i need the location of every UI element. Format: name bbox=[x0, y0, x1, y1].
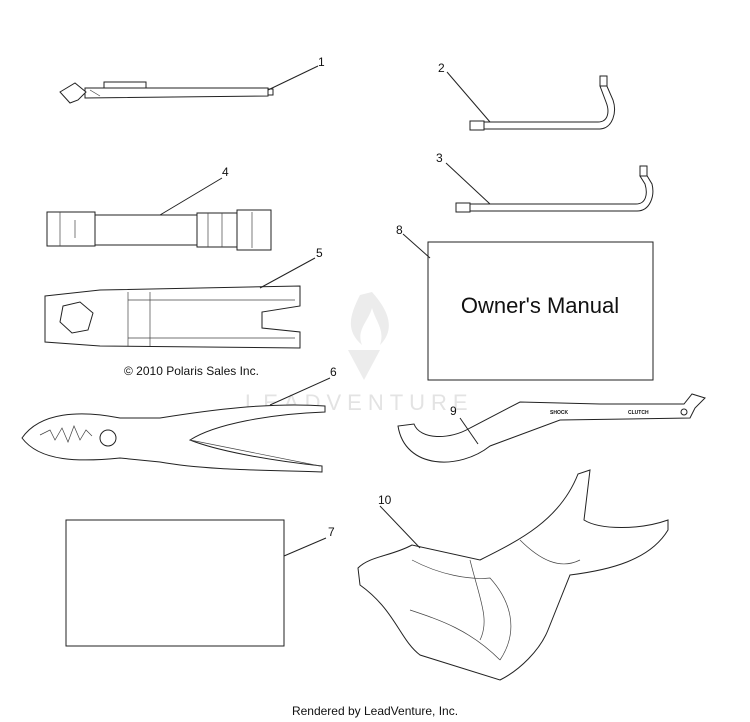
copyright-notice: © 2010 Polaris Sales Inc. bbox=[124, 364, 259, 378]
part-2-hex-key bbox=[446, 71, 615, 131]
part-7-card bbox=[65, 519, 327, 647]
clutch-label: CLUTCH bbox=[628, 410, 649, 416]
callout-8: 8 bbox=[396, 223, 403, 237]
part-4-socket-wrench bbox=[46, 177, 272, 251]
part-10-tool-tray bbox=[357, 469, 669, 681]
callout-numbers: 1 2 3 4 5 6 7 8 9 10 bbox=[222, 55, 457, 539]
callout-7: 7 bbox=[328, 525, 335, 539]
callout-1: 1 bbox=[318, 55, 325, 69]
callout-2: 2 bbox=[438, 61, 445, 75]
part-8-owners-manual: Owner's Manual bbox=[402, 233, 654, 381]
part-3-hex-key bbox=[445, 162, 654, 213]
callout-4: 4 bbox=[222, 165, 229, 179]
callout-6: 6 bbox=[330, 365, 337, 379]
part-9-spanner-wrench: SHOCK CLUTCH bbox=[397, 393, 706, 463]
part-1-tool bbox=[59, 65, 319, 104]
callout-9: 9 bbox=[450, 404, 457, 418]
callout-5: 5 bbox=[316, 246, 323, 260]
callout-10: 10 bbox=[378, 493, 392, 507]
footer-credit: Rendered by LeadVenture, Inc. bbox=[291, 704, 459, 718]
part-5-combo-wrench bbox=[44, 257, 316, 349]
leadventure-watermark: LEADVENTURE bbox=[245, 292, 468, 415]
shock-label: SHOCK bbox=[550, 410, 568, 416]
owners-manual-title: Owner's Manual bbox=[461, 293, 619, 318]
callout-3: 3 bbox=[436, 151, 443, 165]
part-6-pliers bbox=[21, 377, 331, 473]
